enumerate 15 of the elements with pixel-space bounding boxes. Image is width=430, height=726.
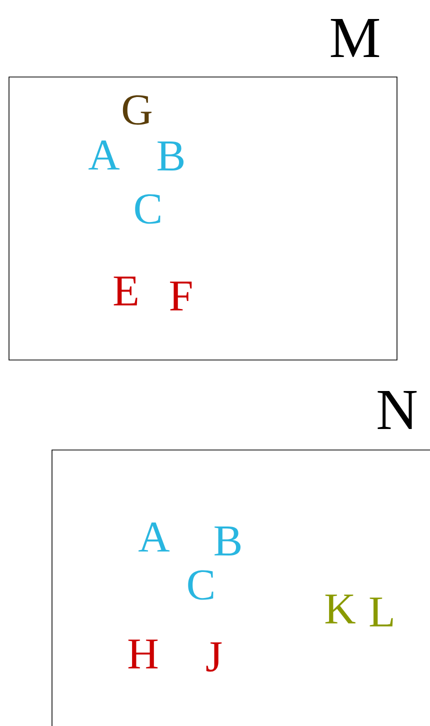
node-label: M	[330, 19, 380, 57]
letter-label: C	[135, 194, 160, 224]
letter-label: E	[114, 276, 138, 306]
letter-label: F	[170, 282, 192, 310]
letter-label: G	[122, 95, 152, 125]
letter-label: C	[188, 570, 214, 600]
letter-label: B	[214, 526, 241, 556]
letter-label: B	[158, 142, 184, 170]
letter-label: L	[370, 598, 393, 626]
node-label: N	[378, 391, 417, 429]
letter-label: H	[128, 640, 158, 668]
letter-label: J	[206, 642, 222, 672]
letter-label: A	[88, 140, 120, 170]
letter-label: K	[325, 594, 356, 624]
letter-label: A	[138, 522, 170, 552]
